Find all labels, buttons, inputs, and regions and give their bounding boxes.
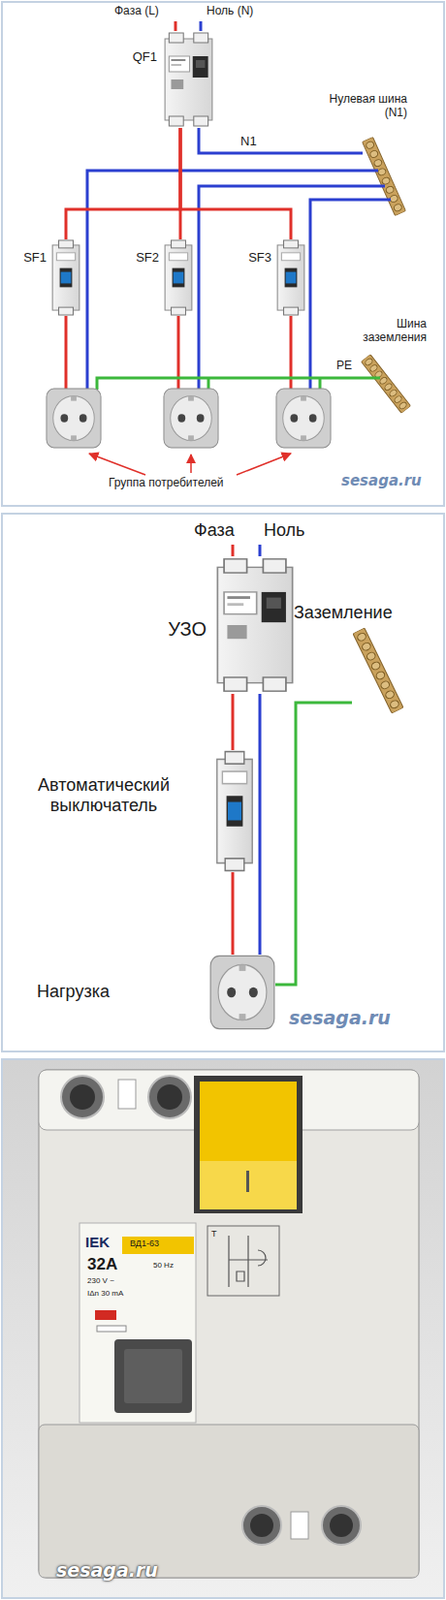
device-node: SF2	[162, 239, 194, 317]
label: T	[211, 1229, 218, 1240]
device-node: SF1	[50, 239, 82, 317]
device-node: Заземление	[351, 628, 405, 716]
device-label: Автоматический выключатель	[8, 775, 199, 816]
device-label: SF3	[234, 251, 272, 266]
panel-frame	[1, 513, 445, 1052]
photo-background	[1, 1059, 445, 1599]
device-node: QF1	[162, 31, 215, 128]
rcd-device	[217, 559, 292, 692]
device-label: Нагрузка	[36, 982, 183, 1003]
neutral-bus	[361, 136, 406, 217]
device-node: УЗО	[214, 556, 296, 695]
wires	[232, 544, 260, 557]
socket	[276, 388, 331, 448]
label: IEK	[85, 1234, 110, 1251]
wire	[231, 694, 235, 751]
label: Группа потребителей	[108, 477, 224, 491]
label: ВД1-63	[129, 1239, 160, 1249]
panel-frame	[1, 1, 445, 507]
label: 50 Hz	[153, 1261, 174, 1271]
device-node: Нагрузка	[209, 955, 276, 1031]
label: 230 V ~	[87, 1276, 115, 1286]
breaker-device	[277, 240, 305, 316]
wire-label: N1	[238, 134, 259, 150]
socket	[46, 388, 101, 448]
breaker-device	[52, 240, 80, 316]
wire	[180, 127, 291, 240]
leader-arrows	[89, 453, 291, 476]
wire	[65, 127, 181, 240]
rcd-photo	[38, 1070, 419, 1579]
wire	[198, 127, 363, 154]
device-label: SF2	[122, 251, 160, 266]
breaker-device	[164, 240, 192, 316]
wire	[275, 702, 352, 986]
watermark: sesaga.ru	[288, 1008, 391, 1030]
ground-bus	[360, 354, 411, 415]
device-label: Заземление	[293, 603, 420, 624]
device-node: SF3	[275, 239, 307, 317]
device-node: Нулевая шина (N1)	[362, 137, 406, 216]
watermark: sesaga.ru	[56, 1561, 159, 1583]
wire	[231, 872, 235, 956]
label: Фаза	[193, 520, 235, 542]
device-label: SF1	[9, 251, 47, 266]
label: 32A	[87, 1255, 118, 1275]
device-node: Шина заземления	[362, 356, 410, 410]
device-label: QF1	[112, 50, 158, 65]
socket	[163, 388, 219, 448]
label: Ноль	[263, 520, 306, 542]
wire	[258, 694, 262, 956]
watermark: sesaga.ru	[341, 473, 422, 490]
label: Фаза (L)	[114, 4, 160, 19]
socket	[210, 955, 275, 1029]
label: IΔn 30 mA	[87, 1289, 124, 1299]
ground-bus	[352, 628, 404, 714]
device-node: Автоматический выключатель	[214, 750, 255, 873]
label: Ноль (N)	[206, 4, 254, 19]
rcd-device	[164, 32, 213, 127]
device-label: УЗО	[134, 618, 207, 641]
wires	[65, 21, 391, 390]
breaker-device	[217, 752, 253, 872]
device-label: Нулевая шина (N1)	[318, 93, 408, 121]
label: PE	[336, 359, 352, 374]
device-label: Шина заземления	[347, 318, 427, 346]
